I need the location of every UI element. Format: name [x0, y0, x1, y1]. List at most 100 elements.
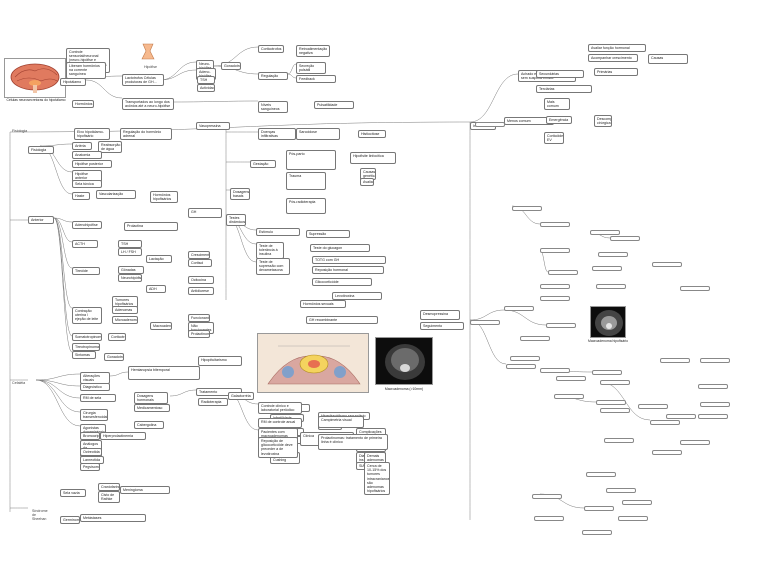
node-right-13 [598, 252, 628, 257]
node-adh-ef: Antidiurese [188, 287, 214, 296]
node-right-37 [652, 450, 682, 455]
brain-illustration [4, 58, 66, 98]
connector [53, 217, 73, 309]
node-sela: Sela túrcica [72, 180, 102, 189]
node-hipofis: Hipofisite linfocítica [350, 152, 396, 164]
node-right-18 [510, 356, 540, 361]
node-gtt: TOTG com GH [312, 256, 386, 265]
node-ant-p: Anterior [28, 216, 54, 225]
node-ocitoc: Ocitocina [188, 276, 214, 285]
node-cortisol: Cortisol [188, 259, 212, 268]
node-desmo: Desmopressina [420, 310, 460, 320]
node-gonado2: Gonadotropinoma [104, 353, 124, 362]
connector [173, 100, 259, 103]
node-right-43 [618, 516, 648, 521]
node-emerg: Emergência [546, 116, 572, 125]
node-haste: Haste [72, 192, 90, 201]
node-dosag: Dosagens hormonais [134, 392, 168, 405]
node-right-40 [622, 500, 652, 505]
connector [35, 379, 81, 413]
node-right-25 [596, 400, 626, 405]
node-mais1: Mais comum [544, 98, 570, 111]
node-axis-hp: Eixo hipotálamo-hipofisário [74, 128, 110, 141]
node-pegviso: Pegvisomanto [80, 463, 100, 472]
node-adenoma: Adenomas [112, 306, 138, 315]
mri-scan-icon [376, 338, 432, 384]
node-right-19 [506, 364, 536, 369]
node-hip-label: Hipófise [144, 65, 157, 69]
node-right-33 [700, 358, 730, 363]
node-right-24 [554, 394, 584, 399]
node-hiperpro: Hiperprolactinemia [100, 432, 146, 441]
node-right-26 [600, 408, 630, 413]
node-acth: ACTH [72, 240, 98, 249]
connector [169, 389, 197, 397]
node-right-27 [638, 404, 668, 409]
node-esq2: Primárias [594, 68, 638, 77]
node-agua: Reabsorção de água [98, 141, 122, 154]
node-radio: Radioterapia [198, 398, 228, 407]
node-inc4: Acompanhar crescimento [588, 54, 638, 63]
node-descom: Descompressão cirúrgica [594, 115, 612, 128]
node-cefaleia: Cefaléia [12, 381, 26, 385]
node-insul: Teste de tolerância à insulina [256, 242, 284, 259]
node-right-42 [584, 506, 614, 511]
sella-anatomy-icon [258, 334, 368, 392]
node-right-3 [540, 222, 570, 227]
node-top-b: Liberam hormônios na corrente sanguínea [66, 62, 106, 79]
node-right-2 [512, 206, 542, 211]
node-sintomas: Sintomas [72, 351, 96, 360]
connector [53, 217, 73, 269]
node-micro: Microadenoma [112, 316, 138, 325]
node-vascul: Vascularização [96, 190, 136, 199]
node-right-1 [470, 320, 500, 325]
node-right-32 [660, 358, 690, 363]
node-glico: Glicocorticóide [312, 278, 372, 287]
node-fisio: Fisiologia [12, 129, 28, 133]
node-meningi: Meningioma [120, 486, 170, 495]
node-right-7 [540, 296, 570, 301]
node-right-34 [680, 440, 710, 445]
node-supres: Supressão [306, 230, 350, 239]
node-actv: Actividade [197, 84, 215, 93]
node-right-29 [698, 384, 728, 389]
node-bromo: Bromocriptina [80, 432, 100, 441]
connector [469, 309, 505, 321]
node-right-6 [540, 284, 570, 289]
mri-small-caption: Macroadenoma hipofisário [588, 339, 628, 343]
connector [53, 217, 73, 353]
node-diag: Diagnóstico [80, 383, 110, 392]
node-right-36 [604, 438, 634, 443]
node-anat: Anatomia [72, 151, 102, 160]
node-transport: Transportados ao longo dos axônios até a… [122, 98, 174, 111]
anatomy-illustration [257, 333, 369, 393]
pituitary-icon [141, 43, 155, 60]
connector [53, 217, 73, 223]
node-right-0 [475, 122, 505, 127]
node-dexa: Teste de supressão com dexametasona [256, 258, 290, 275]
node-hipof-post: Hipófise posterior [72, 160, 112, 169]
node-lacta: Lactação [146, 255, 172, 264]
node-sexuais: Hormônios sexuais [300, 300, 346, 309]
node-inc3: Avaliar função hormonal [588, 44, 646, 53]
node-esq3: Secundárias [536, 70, 584, 79]
connector [85, 79, 123, 99]
node-hormones: Hormônios [72, 100, 94, 109]
node-right-8 [504, 306, 534, 311]
node-somato: Somatotropinoma [72, 333, 102, 342]
node-medic: Medicamentoso [134, 404, 170, 413]
node-nivel-sang: Níveis sanguíneos [258, 101, 288, 114]
node-cabergo: Cabergolina [134, 421, 164, 430]
node-esq1: Causas [648, 54, 688, 64]
node-histio: Histiocitose [358, 130, 386, 139]
node-right-22 [592, 370, 622, 375]
node-vaso: Vasopressina [196, 122, 230, 131]
node-gonadas: Gônadas [118, 266, 144, 275]
node-right-44 [582, 530, 612, 535]
node-right-4 [540, 248, 570, 253]
node-levot: Levotiroxina [332, 292, 382, 301]
node-gh-rep: GH recombinante [306, 316, 378, 325]
connector [35, 379, 81, 399]
node-trauma: Trauma [286, 172, 326, 190]
node-right-31 [698, 414, 728, 419]
